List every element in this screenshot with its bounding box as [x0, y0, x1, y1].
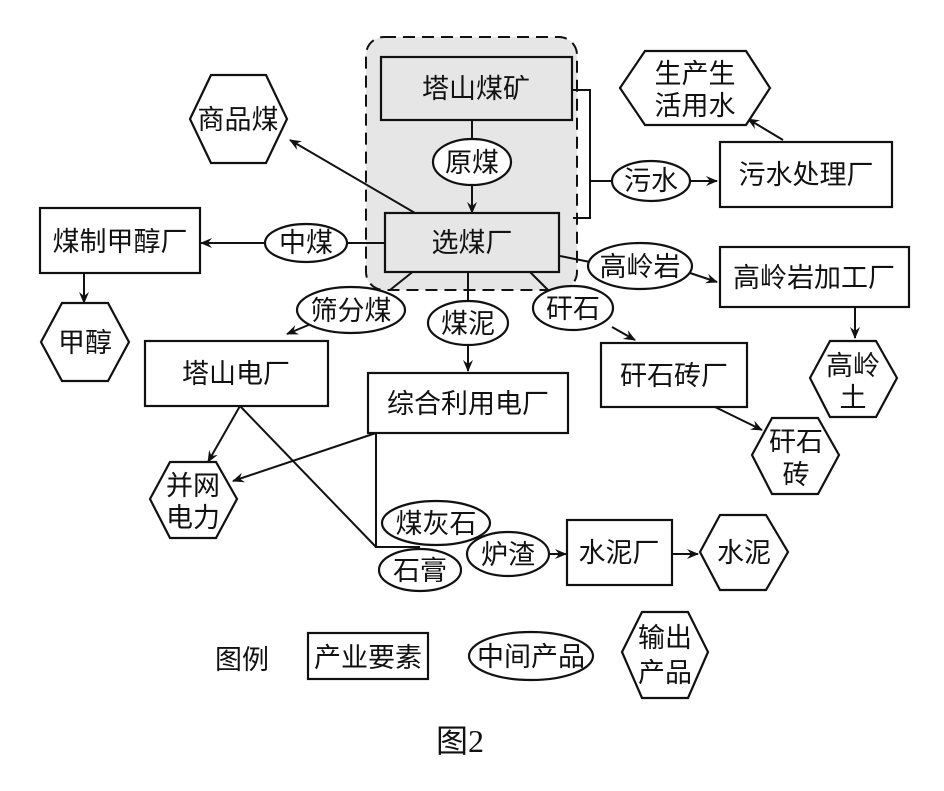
node-water: 生产生 活用水 [618, 49, 772, 127]
node-grid-power-label-line2: 电力 [166, 503, 220, 534]
node-grid-power: 并网 电力 [148, 460, 239, 540]
node-methanol-label: 甲醇 [58, 328, 112, 359]
node-commodity-coal: 商品煤 [188, 73, 289, 165]
node-methanol-plant: 煤制甲醇厂 [38, 206, 202, 275]
legend-industry: 产业要素 [306, 631, 430, 681]
legend-industry-label: 产业要素 [314, 643, 422, 674]
node-kaolin-soil-label-line1: 高岭 [826, 351, 880, 382]
node-washery: 选煤厂 [383, 211, 561, 274]
node-screened-coal-label: 筛分煤 [311, 296, 392, 327]
node-brick-plant-label: 矸石砖厂 [620, 361, 728, 392]
edge-sewage-bracket [572, 89, 591, 219]
edge-kaolinrock-kaolinplant [689, 272, 718, 284]
edge-brickplant-brick [712, 405, 763, 431]
node-slag: 炉渣 [465, 530, 551, 578]
edge-washery-commoditycoal [289, 139, 416, 214]
node-cement-plant-label: 水泥厂 [579, 538, 660, 569]
node-kaolin-rock: 高岭岩 [586, 241, 694, 291]
node-screened-coal: 筛分煤 [295, 285, 407, 335]
node-sewage-plant-label: 污水处理厂 [739, 160, 874, 191]
node-brick-label-line1: 矸石 [769, 427, 823, 458]
node-gangue: 矸石 [531, 284, 615, 332]
legend-output-label-line1: 输出 [638, 623, 692, 654]
edge-combinedpower-grid [232, 432, 377, 483]
node-kaolin-soil-label-line2: 土 [840, 383, 867, 414]
node-kaolin-rock-label: 高岭岩 [600, 252, 681, 283]
edge-washery-screened [389, 269, 416, 291]
node-gypsum: 石膏 [377, 547, 463, 593]
node-middling-coal-label: 中煤 [279, 228, 333, 259]
node-cement-label: 水泥 [717, 538, 771, 569]
node-kaolin-plant: 高岭岩加工厂 [718, 245, 911, 309]
node-tashan-power: 塔山电厂 [143, 339, 330, 408]
node-fly-ash-label: 煤灰石 [396, 509, 477, 540]
node-fly-ash: 煤灰石 [380, 499, 492, 547]
figure-caption: 图2 [436, 723, 484, 759]
node-raw-coal-label: 原煤 [445, 148, 499, 179]
node-sewage-plant: 污水处理厂 [718, 140, 894, 209]
node-commodity-coal-label: 商品煤 [198, 105, 279, 136]
edge-washery-gangue [527, 269, 549, 291]
node-combined-power-label: 综合利用电厂 [387, 389, 549, 420]
node-water-label-line2: 活用水 [655, 91, 736, 122]
edge-combinedpower-byproducts [375, 433, 420, 548]
legend-output: 输出 产品 [620, 610, 710, 700]
node-tashan-mine: 塔山煤矿 [379, 55, 574, 122]
edge-washery-kaolinrock [559, 255, 591, 263]
node-kaolin-soil: 高岭 土 [808, 339, 899, 419]
node-gangue-label: 矸石 [546, 294, 600, 325]
node-raw-coal: 原煤 [431, 137, 513, 187]
node-kaolin-plant-label: 高岭岩加工厂 [733, 263, 895, 294]
node-brick-label-line2: 砖 [783, 460, 810, 491]
node-water-label-line1: 生产生 [655, 59, 736, 90]
edge-gangue-brickplant [611, 326, 636, 341]
node-brick-plant: 矸石砖厂 [599, 341, 749, 409]
legend-intermediate: 中间产品 [467, 630, 595, 682]
node-brick: 矸石 砖 [750, 416, 841, 496]
node-methanol: 甲醇 [39, 301, 131, 383]
legend-title: 图例 [215, 645, 269, 676]
node-slag-label: 炉渣 [481, 540, 535, 571]
node-tashan-mine-label: 塔山煤矿 [422, 74, 530, 105]
node-sewage-label: 污水 [624, 166, 678, 197]
edge-sewageplant-water [747, 118, 784, 141]
edge-tashanpower-grid [207, 405, 241, 463]
node-slime-label: 煤泥 [441, 309, 495, 340]
legend-intermediate-label: 中间产品 [477, 642, 585, 673]
node-methanol-plant-label: 煤制甲醇厂 [53, 227, 188, 258]
node-combined-power: 综合利用电厂 [366, 371, 570, 435]
node-cement: 水泥 [698, 513, 790, 592]
node-middling-coal: 中煤 [263, 222, 349, 264]
edge-tashanpower-byproducts [239, 405, 377, 548]
legend-output-label-line2: 产品 [638, 658, 692, 689]
node-slime: 煤泥 [426, 299, 510, 347]
node-washery-label: 选煤厂 [432, 228, 513, 259]
node-gypsum-label: 石膏 [393, 556, 447, 587]
node-grid-power-label-line1: 并网 [166, 471, 220, 502]
legend: 图例 产业要素 中间产品 输出 产品 [215, 610, 710, 700]
node-sewage: 污水 [610, 159, 692, 203]
node-cement-plant: 水泥厂 [565, 518, 674, 587]
node-tashan-power-label: 塔山电厂 [182, 359, 290, 390]
